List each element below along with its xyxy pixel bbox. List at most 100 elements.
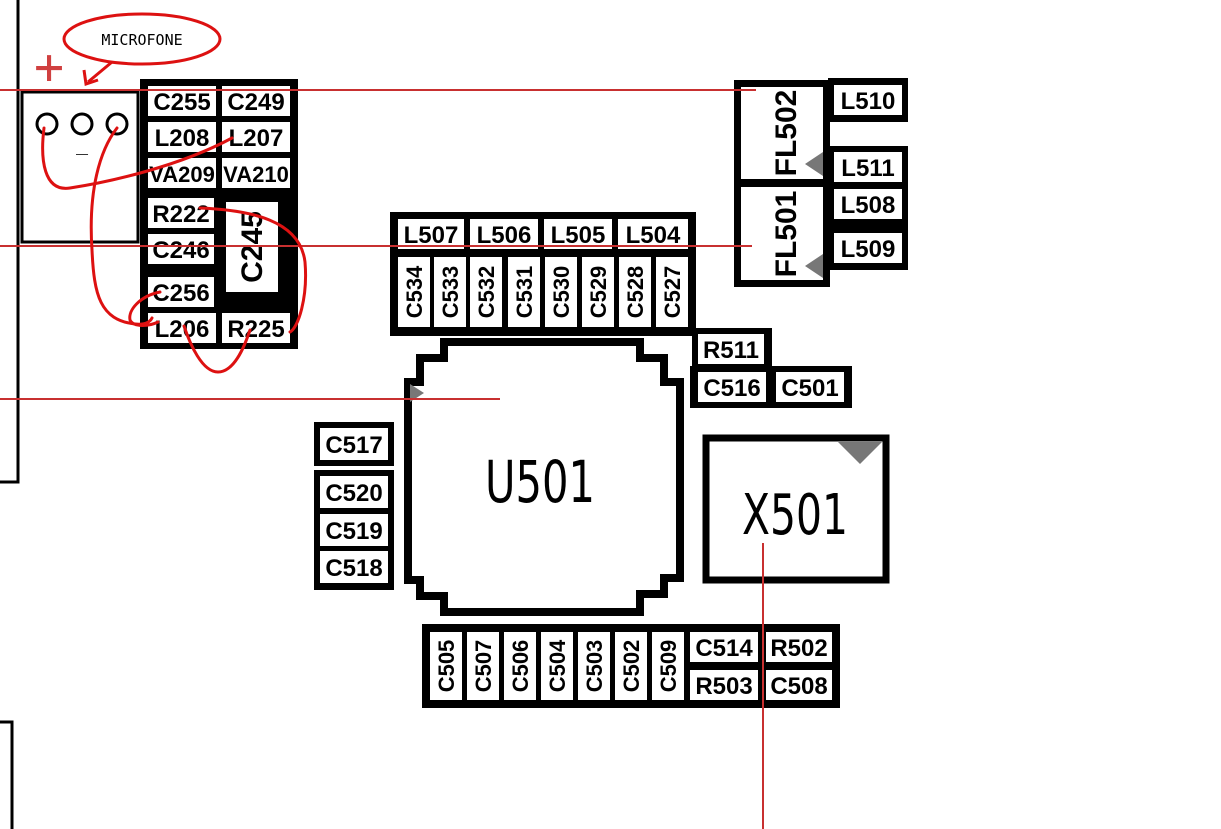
cell-r511: R511 xyxy=(698,334,764,364)
svg-text:L207: L207 xyxy=(229,125,284,152)
svg-text:C518: C518 xyxy=(325,555,382,582)
svg-text:C501: C501 xyxy=(781,375,838,402)
svg-text:C256: C256 xyxy=(152,280,209,307)
chip-u501: U501 xyxy=(404,338,684,616)
cell-c529: C529 xyxy=(582,257,614,327)
hand-drawn-traces xyxy=(41,126,308,374)
mic-minus-mark: _ xyxy=(76,131,89,155)
svg-text:C516: C516 xyxy=(703,375,760,402)
cell-l506: L506 xyxy=(470,219,538,249)
svg-text:VA210: VA210 xyxy=(223,162,289,187)
cell-c533: C533 xyxy=(434,257,466,327)
cell-c519: C519 xyxy=(320,514,388,546)
svg-text:L208: L208 xyxy=(155,125,210,152)
svg-text:C504: C504 xyxy=(545,639,570,692)
u501-label: U501 xyxy=(485,448,595,516)
svg-text:C507: C507 xyxy=(471,640,496,693)
svg-text:L510: L510 xyxy=(841,88,896,115)
svg-text:C532: C532 xyxy=(474,266,499,319)
svg-text:R222: R222 xyxy=(152,201,209,228)
svg-text:C514: C514 xyxy=(695,635,753,662)
cell-c246: C246 xyxy=(148,234,214,264)
svg-text:R503: R503 xyxy=(695,673,752,700)
board-edge xyxy=(0,0,20,829)
cell-l504: L504 xyxy=(618,219,688,249)
cell-l208: L208 xyxy=(148,122,216,152)
svg-text:L506: L506 xyxy=(477,222,532,249)
cell-va209: VA209 xyxy=(148,158,216,188)
svg-text:C255: C255 xyxy=(153,89,210,116)
microphone-footprint: _ xyxy=(20,90,140,244)
microfone-callout-label: MICROFONE xyxy=(101,31,182,49)
svg-text:C519: C519 xyxy=(325,518,382,545)
svg-text:C246: C246 xyxy=(152,237,209,264)
svg-text:C502: C502 xyxy=(619,640,644,693)
cell-c517: C517 xyxy=(320,428,388,460)
cell-c516: C516 xyxy=(698,372,766,402)
svg-text:C520: C520 xyxy=(325,480,382,507)
svg-text:C530: C530 xyxy=(549,266,574,319)
trace-mic-to-l207 xyxy=(41,126,234,190)
svg-text:R511: R511 xyxy=(703,337,759,364)
callout-arrow xyxy=(87,60,113,84)
cell-r222: R222 xyxy=(148,198,214,228)
svg-text:C533: C533 xyxy=(438,266,463,319)
svg-text:C509: C509 xyxy=(656,640,681,693)
trace-mic-to-l206 xyxy=(89,126,154,326)
svg-text:C505: C505 xyxy=(434,640,459,693)
svg-text:C528: C528 xyxy=(623,266,648,319)
cell-va210: VA210 xyxy=(222,158,290,188)
cell-r503: R503 xyxy=(690,670,758,700)
cell-l507: L507 xyxy=(398,219,464,249)
svg-text:C527: C527 xyxy=(660,266,685,319)
cell-l510: L510 xyxy=(834,85,902,115)
cell-r502: R502 xyxy=(766,632,832,662)
cell-l505: L505 xyxy=(544,219,612,249)
cell-c508: C508 xyxy=(766,670,832,700)
svg-text:L509: L509 xyxy=(841,236,896,263)
trace-l206-to-r225 xyxy=(182,324,252,374)
cell-c518: C518 xyxy=(320,551,388,583)
cell-c514: C514 xyxy=(690,632,758,662)
svg-text:C503: C503 xyxy=(582,640,607,693)
svg-text:C529: C529 xyxy=(586,266,611,319)
cell-c502: C502 xyxy=(615,632,647,700)
mic-plus-mark: + xyxy=(34,38,64,96)
cell-c507: C507 xyxy=(467,632,499,700)
svg-text:R225: R225 xyxy=(227,316,284,343)
cell-c530: C530 xyxy=(545,257,577,327)
cell-r225: R225 xyxy=(222,313,290,343)
svg-text:C508: C508 xyxy=(770,673,827,700)
cell-l206: L206 xyxy=(148,313,216,343)
svg-text:C534: C534 xyxy=(402,265,427,318)
cell-c503: C503 xyxy=(578,632,610,700)
cell-c532: C532 xyxy=(470,257,502,327)
svg-text:C517: C517 xyxy=(325,432,382,459)
x501-label: X501 xyxy=(742,483,848,548)
cell-c531: C531 xyxy=(508,257,540,327)
svg-text:L504: L504 xyxy=(626,222,681,249)
cell-c527: C527 xyxy=(656,257,688,327)
cell-c509: C509 xyxy=(652,632,684,700)
cell-fl501: FL501 xyxy=(741,187,823,280)
svg-text:L507: L507 xyxy=(404,222,459,249)
svg-text:C249: C249 xyxy=(227,89,284,116)
svg-text:R502: R502 xyxy=(770,635,827,662)
svg-text:VA209: VA209 xyxy=(149,162,215,187)
trace-r222-to-r225 xyxy=(198,206,308,334)
trace-c256-loop xyxy=(128,290,162,327)
svg-text:C531: C531 xyxy=(512,266,537,319)
svg-text:L511: L511 xyxy=(841,155,894,182)
svg-text:L505: L505 xyxy=(551,222,606,249)
cell-l207: L207 xyxy=(222,122,290,152)
svg-text:L508: L508 xyxy=(841,192,896,219)
cell-c504: C504 xyxy=(541,632,573,700)
pointer-lines xyxy=(0,89,764,829)
cell-c505: C505 xyxy=(430,632,462,700)
cell-c520: C520 xyxy=(320,476,388,508)
cell-fl502: FL502 xyxy=(741,87,823,179)
cell-l508: L508 xyxy=(834,189,902,219)
svg-text:FL502: FL502 xyxy=(770,90,803,177)
cell-l509: L509 xyxy=(834,233,902,263)
